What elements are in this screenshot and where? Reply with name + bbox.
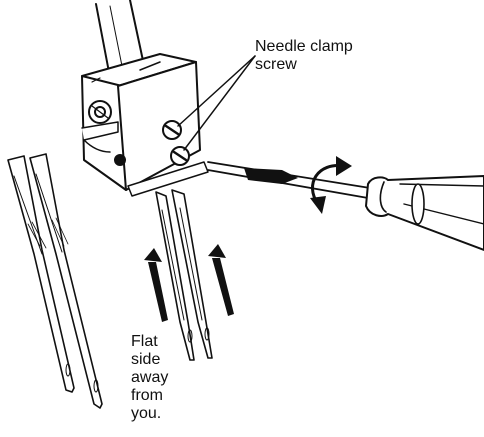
instruction-line-5: you. (131, 405, 168, 423)
instruction-line-3: away (131, 369, 168, 387)
instruction-line-4: from (131, 387, 168, 405)
screwdriver-icon (208, 162, 484, 250)
instruction-line-1: Flat (131, 333, 168, 351)
instruction-text: Flat side away from you. (131, 333, 168, 423)
callout-label-line2: screw (255, 56, 297, 74)
needle-clamp-icon (82, 54, 255, 196)
callout-label-line1: Needle clamp (255, 38, 353, 56)
spare-needle-icon (8, 154, 102, 408)
instruction-line-2: side (131, 351, 168, 369)
